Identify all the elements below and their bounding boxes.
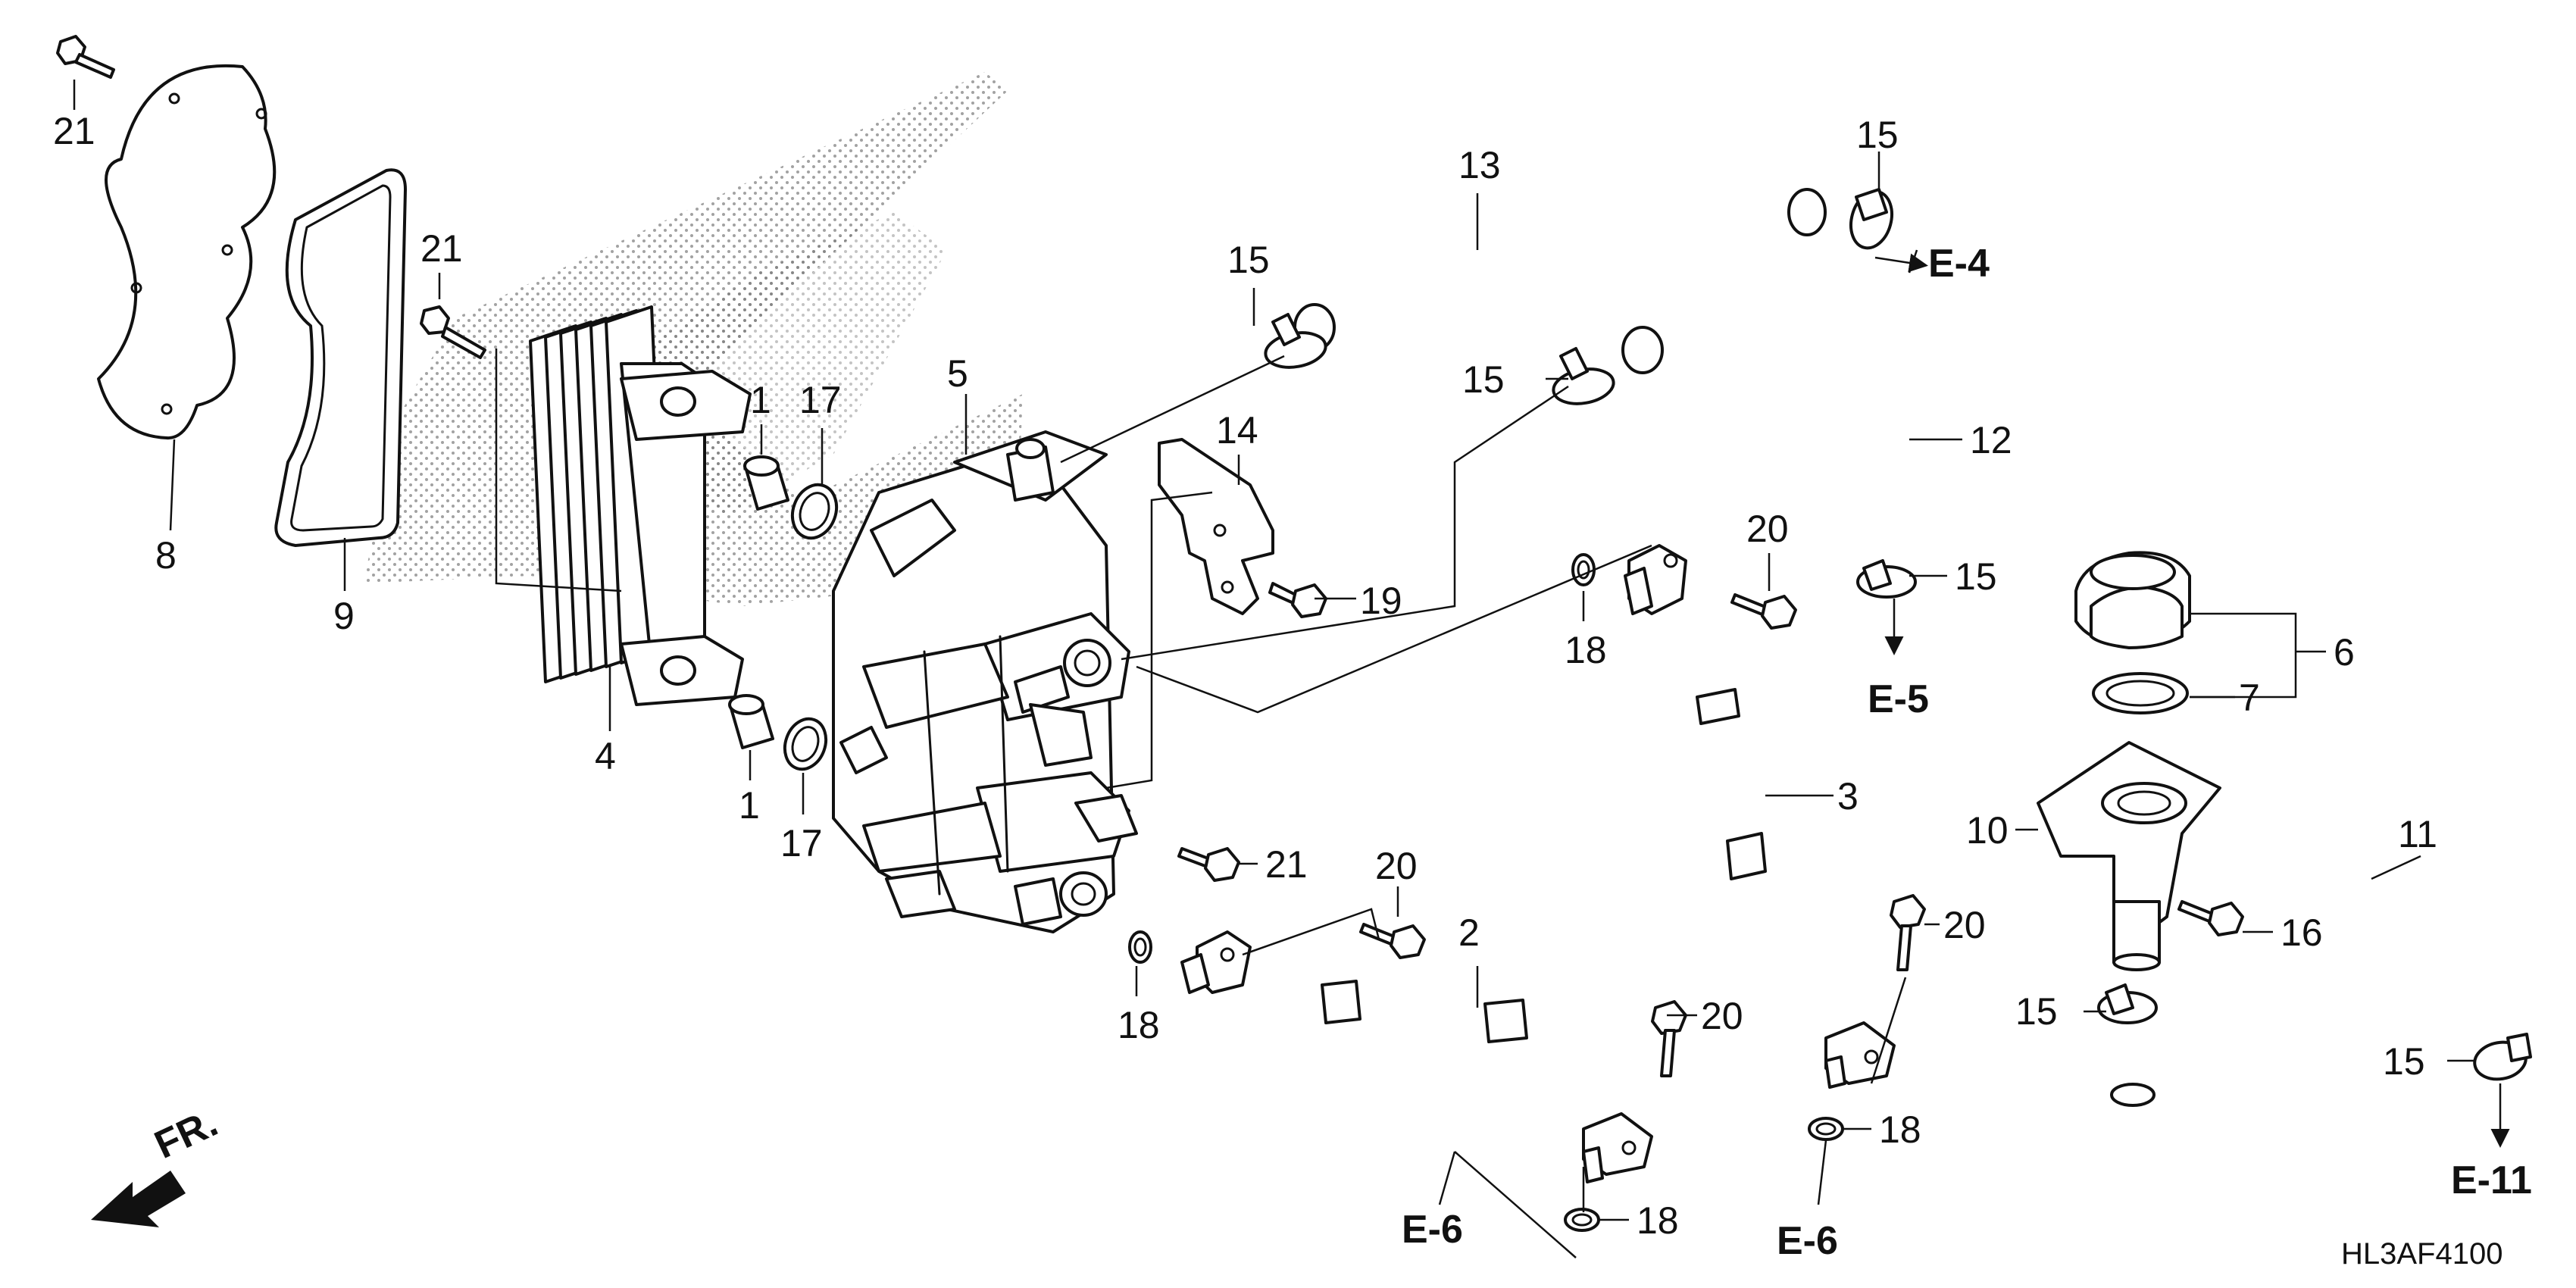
- callout-15: 15: [1227, 239, 1270, 281]
- ref-e5: E-5: [1868, 677, 1929, 721]
- washer-18-d[interactable]: [1564, 1208, 1600, 1232]
- cap-seal-7[interactable]: [2092, 672, 2189, 714]
- washer-18-c[interactable]: [1808, 1117, 1844, 1141]
- callout-19: 19: [1360, 580, 1402, 622]
- bolt-21-top[interactable]: [56, 35, 115, 79]
- callout-17: 17: [799, 379, 842, 421]
- callout-4: 4: [595, 735, 616, 777]
- section-references: E-4 E-5 E-6 E-6 E-11: [1402, 242, 2532, 1263]
- callout-9: 9: [333, 595, 355, 637]
- callout-16: 16: [2281, 911, 2323, 954]
- bolt-21-cooler[interactable]: [420, 305, 486, 359]
- diagram-code: HL3AF4100: [2341, 1237, 2503, 1271]
- callout-13: 13: [1458, 144, 1501, 186]
- ref-e6: E-6: [1777, 1219, 1838, 1263]
- cover-plate-8[interactable]: [97, 64, 277, 440]
- filler-neck-10[interactable]: [2037, 741, 2221, 971]
- callout-10: 10: [1966, 809, 2009, 852]
- ref-e6: E-6: [1402, 1208, 1463, 1252]
- washer-18-b[interactable]: [1128, 930, 1152, 964]
- callout-20: 20: [1701, 995, 1743, 1037]
- callout-18: 18: [1637, 1199, 1679, 1242]
- hose-11[interactable]: [2110, 822, 2534, 1212]
- front-arrow: FR.: [91, 1101, 224, 1227]
- callout-21: 21: [420, 227, 463, 270]
- hose-clamp-15-d[interactable]: [1856, 559, 1917, 599]
- callout-5: 5: [947, 352, 968, 395]
- callout-20: 20: [1943, 904, 1986, 946]
- oil-pipe-3[interactable]: [1624, 544, 1896, 1089]
- callout-1: 1: [750, 379, 771, 421]
- callout-15: 15: [1462, 358, 1505, 401]
- callout-15: 15: [2015, 990, 2058, 1033]
- callout-18: 18: [1565, 629, 1607, 671]
- collar-1-bottom[interactable]: [728, 694, 774, 749]
- callout-18: 18: [1118, 1004, 1160, 1046]
- washer-18-a[interactable]: [1571, 553, 1596, 586]
- oil-cooler-housing-5[interactable]: [832, 430, 1138, 933]
- callout-14: 14: [1216, 409, 1258, 452]
- callout-7: 7: [2239, 677, 2260, 719]
- gasket-9[interactable]: [274, 168, 407, 547]
- callout-15: 15: [1955, 555, 1997, 598]
- hose-12[interactable]: [1621, 295, 1928, 534]
- callout-labels: 21 8 9 21 4 1 17 1 17 5 14 19 13 15 15 1…: [53, 110, 2437, 1242]
- callout-2: 2: [1458, 911, 1480, 954]
- callout-21: 21: [1265, 843, 1308, 886]
- callout-6: 6: [2334, 631, 2355, 674]
- bolt-20-d[interactable]: [1890, 894, 1926, 971]
- callout-18: 18: [1879, 1108, 1921, 1151]
- hose-clamp-15-c[interactable]: [1845, 187, 1898, 253]
- bolt-19[interactable]: [1268, 582, 1327, 618]
- o-ring-17-top[interactable]: [785, 479, 843, 545]
- front-label: FR.: [148, 1101, 224, 1168]
- callout-20: 20: [1746, 508, 1789, 550]
- hose-13[interactable]: [1293, 170, 1827, 352]
- ref-e11: E-11: [2451, 1158, 2532, 1202]
- collar-1-top[interactable]: [743, 455, 789, 511]
- ref-e4: E-4: [1928, 242, 1990, 286]
- filler-cap-6[interactable]: [2074, 551, 2191, 649]
- leader-lines: [73, 80, 2510, 1258]
- callout-8: 8: [155, 534, 177, 577]
- bolt-21-housing[interactable]: [1177, 847, 1240, 882]
- bracket-14[interactable]: [1158, 438, 1274, 615]
- bolt-16[interactable]: [2177, 900, 2244, 936]
- bolt-20-c[interactable]: [1651, 1000, 1687, 1077]
- callout-3: 3: [1837, 775, 1859, 818]
- hose-clamp-15-e[interactable]: [2097, 983, 2158, 1024]
- callout-15: 15: [1856, 114, 1899, 156]
- bolt-20-a[interactable]: [1730, 593, 1797, 630]
- o-ring-17-bottom[interactable]: [778, 713, 833, 775]
- oil-pipe-2[interactable]: [1180, 930, 1653, 1183]
- callout-15: 15: [2383, 1040, 2425, 1083]
- callout-21: 21: [53, 110, 95, 152]
- hose-clamp-15-f[interactable]: [2471, 1033, 2532, 1083]
- callout-11: 11: [2398, 813, 2437, 855]
- callout-12: 12: [1970, 419, 2012, 461]
- callout-1: 1: [739, 784, 760, 827]
- hose-clamp-15-b[interactable]: [1551, 347, 1616, 408]
- callout-17: 17: [780, 822, 823, 864]
- callout-20: 20: [1375, 845, 1418, 887]
- bolt-20-b[interactable]: [1359, 923, 1426, 959]
